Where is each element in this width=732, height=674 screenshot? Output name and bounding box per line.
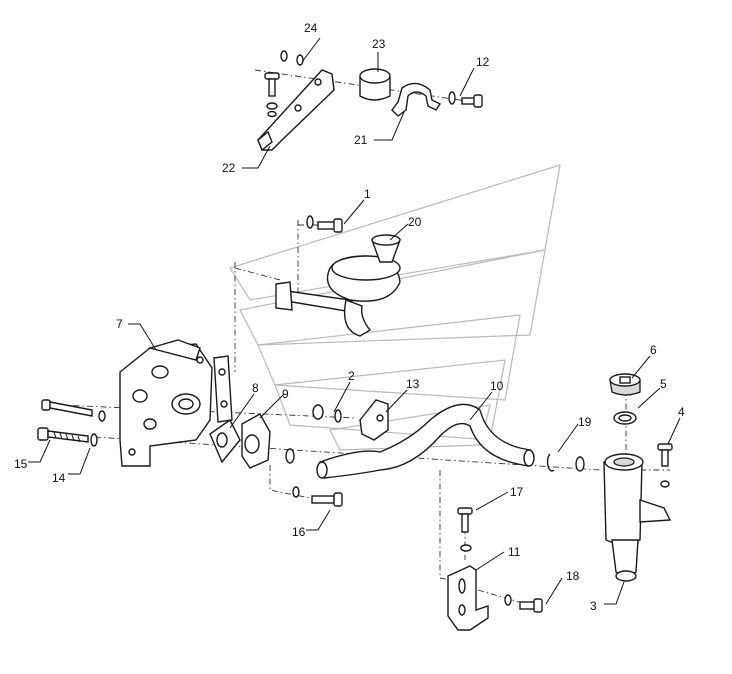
bracket-22: [257, 69, 335, 152]
assembly-axes: [59, 69, 670, 609]
callout-14: 14: [52, 471, 66, 485]
callout-1: 1: [364, 187, 371, 201]
bolt-1: [306, 215, 343, 233]
callout-22: 22: [222, 161, 236, 175]
hose-10: [316, 403, 535, 479]
callout-12: 12: [476, 55, 490, 69]
bolt-15: [37, 427, 89, 443]
filler-20: [275, 234, 401, 337]
bolt-22-upper: [264, 72, 280, 118]
callout-13: 13: [406, 377, 420, 391]
callout-15: 15: [14, 457, 28, 471]
stud-7: [41, 399, 106, 422]
callout-24: 24: [304, 21, 318, 35]
callout-3: 3: [590, 599, 597, 613]
watermark-logo: [229, 164, 561, 451]
cap-6: [609, 373, 641, 396]
callout-17: 17: [510, 485, 524, 499]
bolt-18: [504, 594, 543, 613]
callout-23: 23: [372, 37, 386, 51]
callout-10: 10: [490, 379, 504, 393]
washer-14: [90, 433, 98, 447]
filler-neck-3: [603, 453, 672, 582]
callout-2: 2: [348, 369, 355, 383]
bolt-12: [448, 91, 483, 108]
callout-18: 18: [566, 569, 580, 583]
clip-13: [359, 399, 389, 441]
seal-5: [613, 411, 637, 425]
bolt-17: [457, 507, 473, 552]
callout-7: 7: [116, 317, 123, 331]
callout-labels: 1 2 3 4 5 6 7 8 9 10 11 12 13 14 15 16 1…: [14, 21, 685, 613]
callout-11: 11: [508, 545, 521, 559]
callout-21: 21: [354, 133, 368, 147]
callout-5: 5: [660, 377, 667, 391]
callout-6: 6: [650, 343, 657, 357]
callout-19: 19: [578, 415, 592, 429]
callout-20: 20: [408, 215, 422, 229]
callout-8: 8: [252, 381, 259, 395]
clamp-21: [391, 82, 442, 117]
gasket-7b: [213, 355, 233, 423]
callout-9: 9: [282, 387, 289, 401]
gasket-8: [209, 418, 241, 464]
pump-housing-7: [119, 339, 213, 467]
sleeve-23: [359, 68, 391, 101]
callout-16: 16: [292, 525, 306, 539]
washer-24: [280, 50, 304, 66]
callout-4: 4: [678, 405, 685, 419]
nut-2: [312, 404, 342, 423]
o-rings: [285, 448, 585, 472]
bolt-16: [292, 486, 343, 507]
bolt-4: [657, 443, 673, 488]
leader-lines: [28, 37, 681, 605]
bracket-11: [447, 565, 489, 631]
adapter-9: [241, 413, 271, 469]
circlip-19: [546, 453, 555, 472]
